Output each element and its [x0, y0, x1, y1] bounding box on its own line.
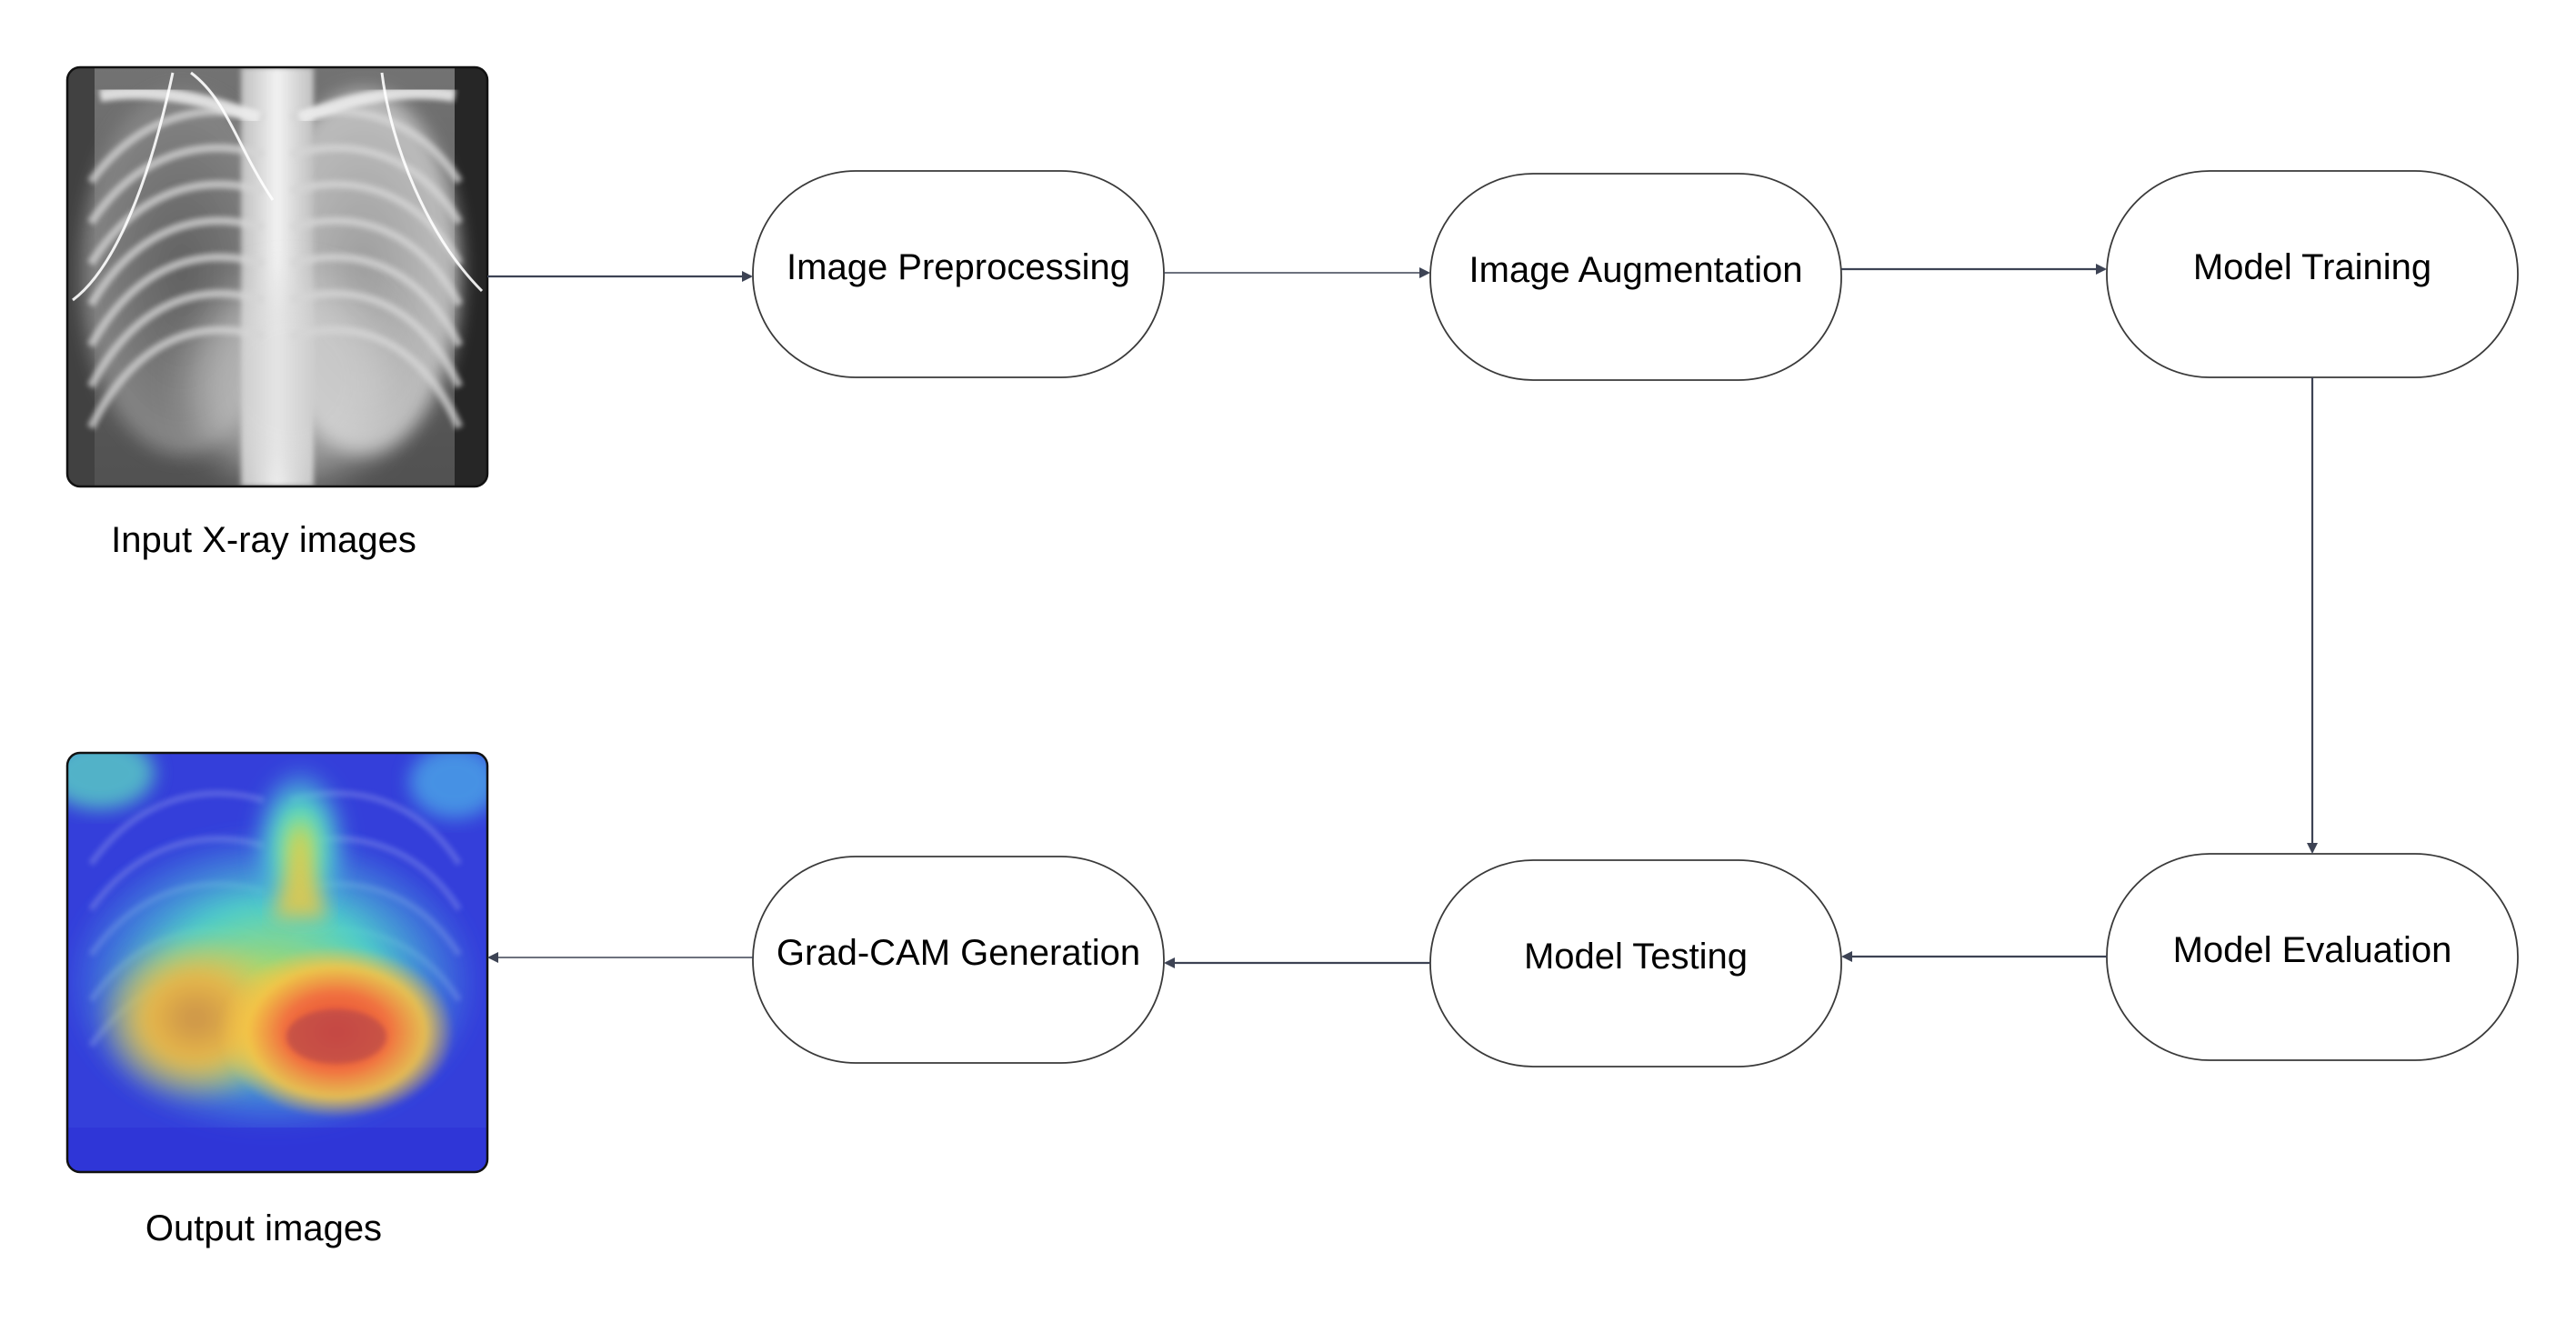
node-model-training: Model Training [2106, 170, 2519, 378]
node-model-training-label: Model Training [2193, 247, 2431, 287]
node-model-testing-label: Model Testing [1524, 937, 1748, 977]
node-image-augmentation-label: Image Augmentation [1469, 250, 1803, 290]
node-image-preprocessing: Image Preprocessing [752, 170, 1165, 378]
node-model-evaluation-label: Model Evaluation [2173, 930, 2452, 970]
node-image-preprocessing-label: Image Preprocessing [787, 247, 1130, 287]
node-image-augmentation: Image Augmentation [1429, 173, 1842, 381]
node-gradcam-generation: Grad-CAM Generation [752, 856, 1165, 1064]
node-model-evaluation: Model Evaluation [2106, 853, 2519, 1061]
input-images-caption: Input X-ray images [111, 520, 416, 560]
input-xray-image [65, 65, 489, 488]
output-gradcam-image [65, 751, 489, 1174]
output-images-caption: Output images [145, 1208, 382, 1248]
node-model-testing: Model Testing [1429, 859, 1842, 1067]
node-gradcam-generation-label: Grad-CAM Generation [777, 933, 1140, 973]
